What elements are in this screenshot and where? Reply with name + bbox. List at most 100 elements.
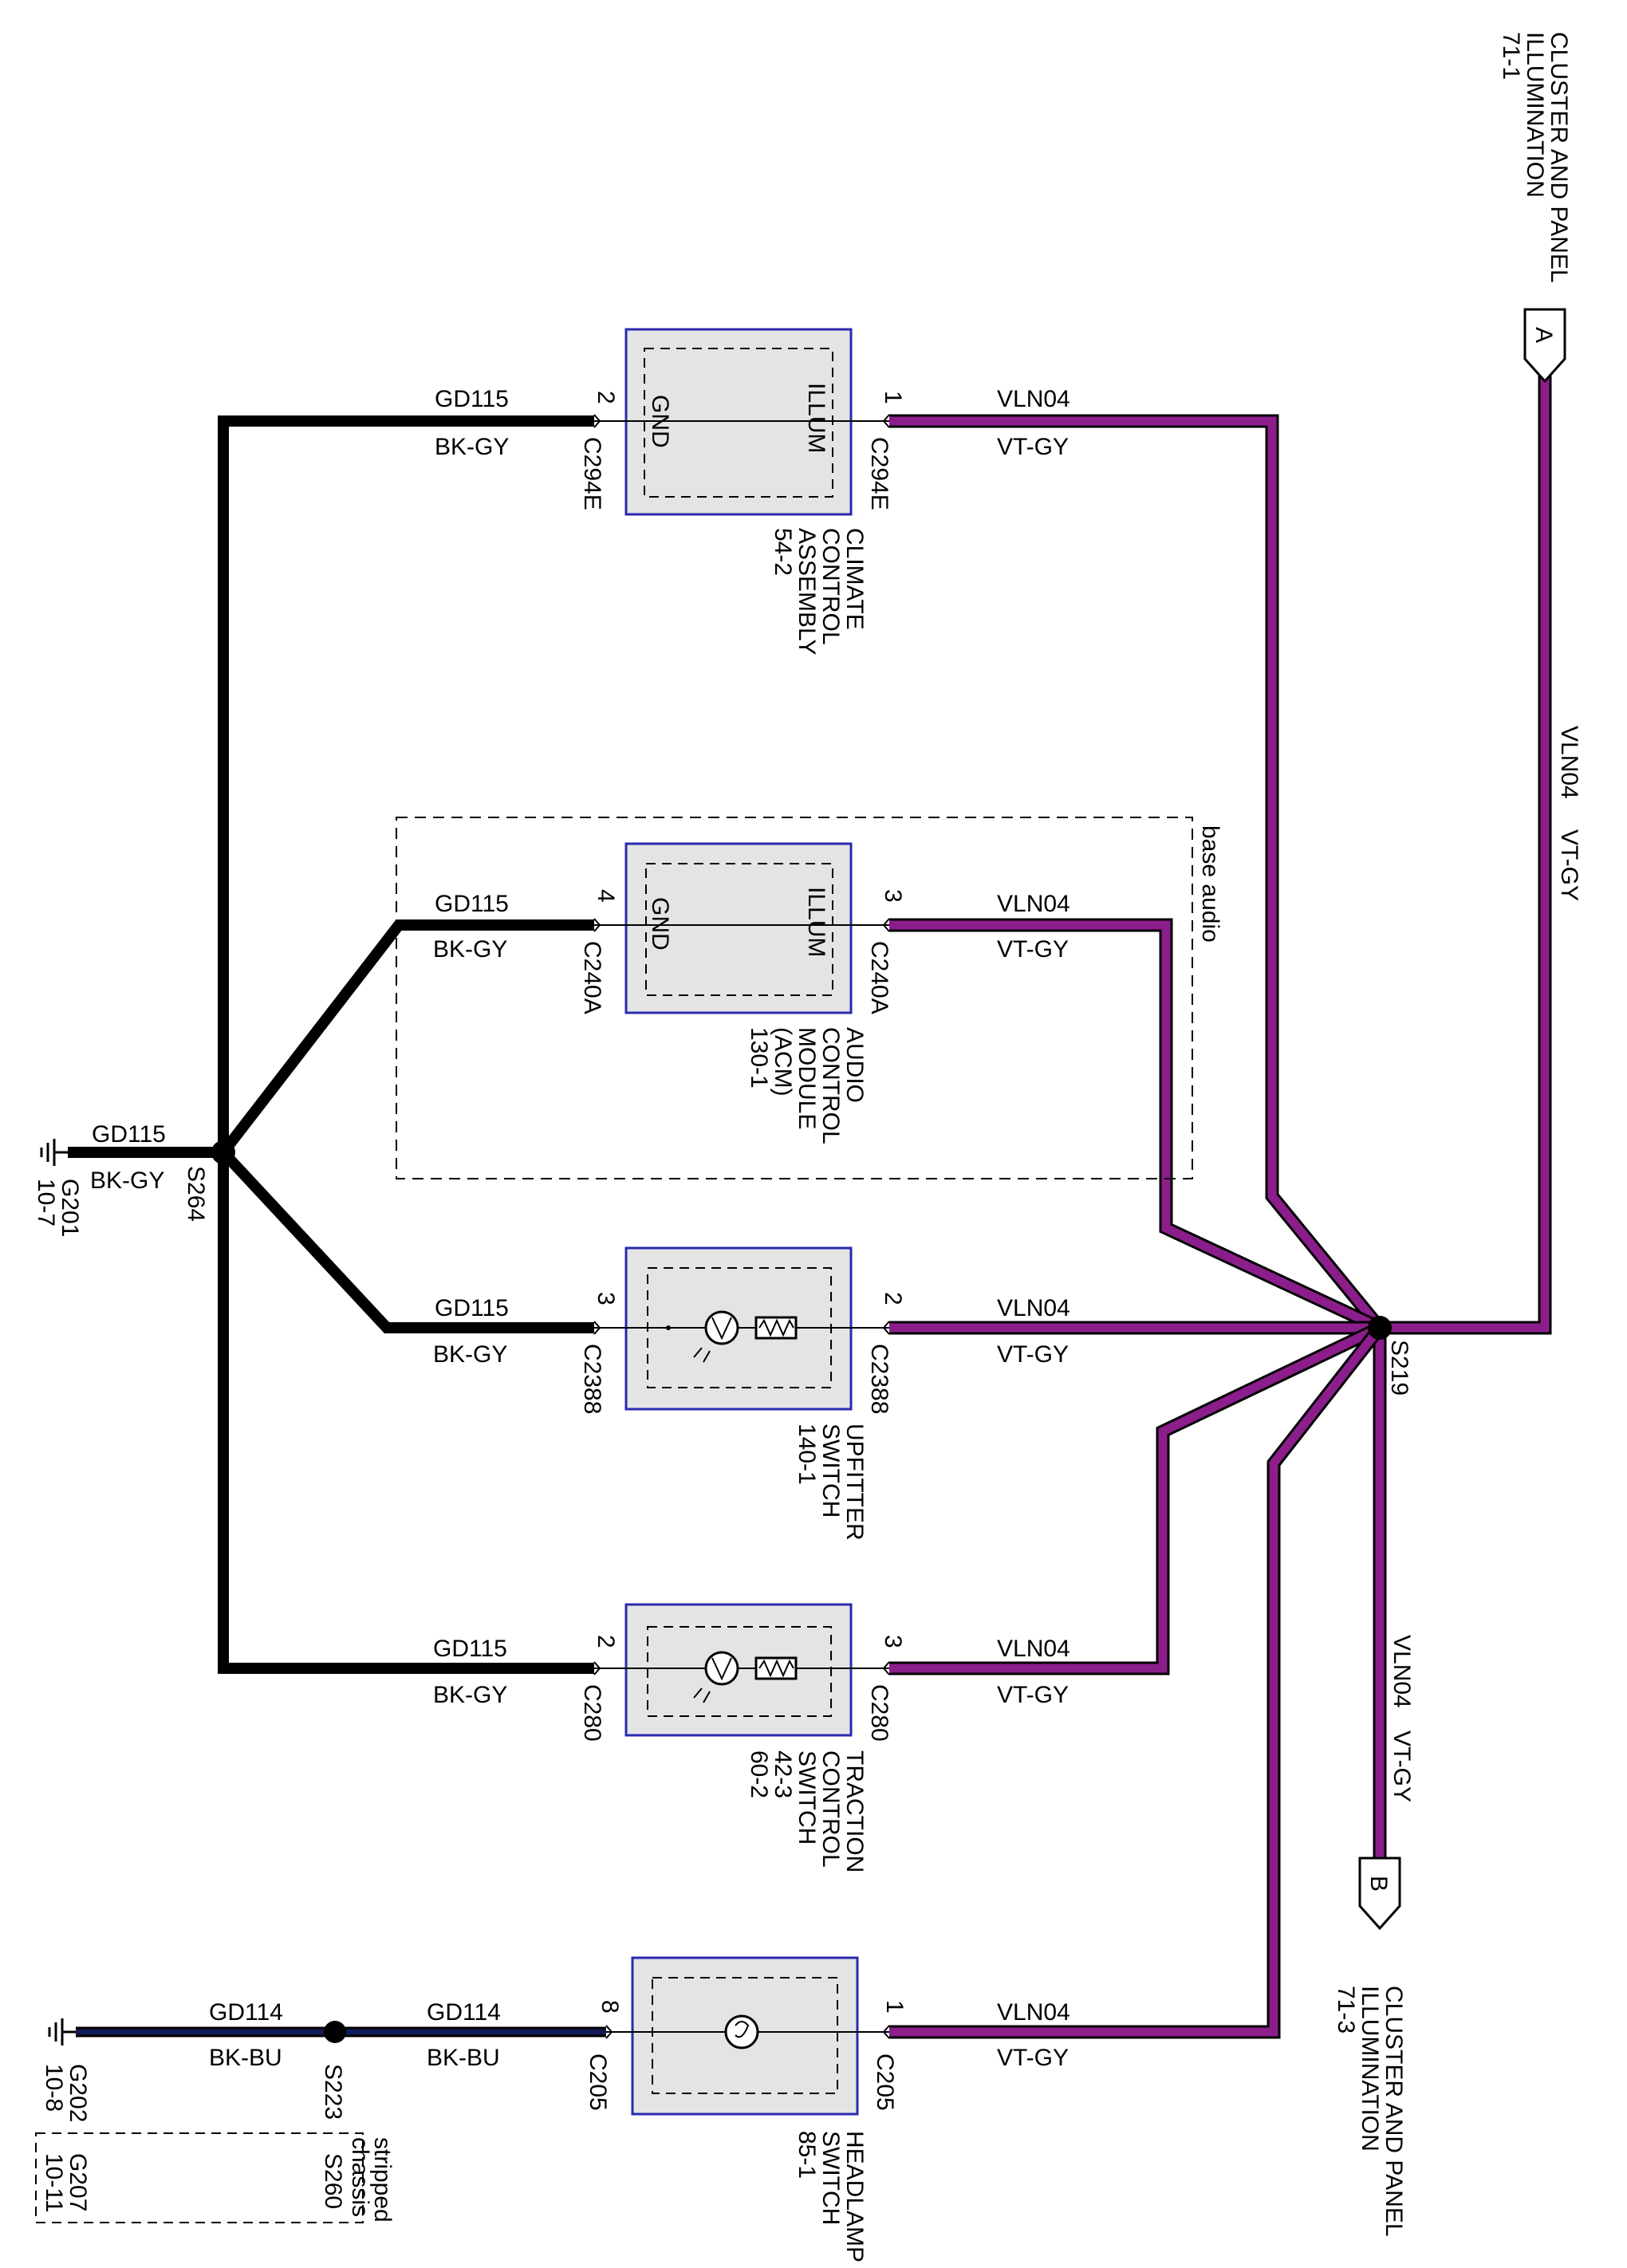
module-traction-pin-gnd: 2 <box>593 1635 619 1648</box>
module-traction-conn-gnd: C280 <box>579 1684 605 1742</box>
module-climate-conn-gnd: C294E <box>579 437 605 510</box>
module-traction-pin-illum: 3 <box>880 1635 906 1648</box>
module-audio-conn-illum: C240A <box>866 941 892 1014</box>
module-climate-name-2: CONTROL <box>817 528 844 645</box>
wire-illum-audio <box>889 920 1382 1332</box>
module-upfitter-gnd-circuit: GD115 <box>435 1295 509 1321</box>
module-climate-gnd-circuit: GD115 <box>435 386 509 412</box>
headlamp-ground-labels: GD114 BK-BU S223 G202 10-8 <box>41 1999 346 2122</box>
connector-b-title: CLUSTER AND PANEL ILLUMINATION 71-3 <box>1333 1986 1407 2237</box>
wire-gnd-upfitter <box>219 1148 594 1333</box>
module-climate-name-3: ASSEMBLY <box>794 528 820 656</box>
g201-wire-circuit: GD115 <box>92 1121 166 1148</box>
module-climate-pin-gnd: 2 <box>593 391 619 404</box>
diagram-mark <box>693 1347 703 1358</box>
connector-a: A <box>1523 308 1566 384</box>
diagram-mark <box>882 1661 890 1675</box>
connector-b-ref: 71-3 <box>1333 1986 1359 2034</box>
module-headlamp-name-1: HEADLAMP <box>841 2131 868 2262</box>
g201-wire-color: BK-GY <box>90 1167 164 1194</box>
module-audio-illum-circuit: VLN04 <box>997 891 1070 917</box>
module-traction: 2 3 C280 C280 TRACTION CONTROL SWITCH 42… <box>433 1603 1070 1872</box>
connector-b: B <box>1358 1857 1401 1931</box>
module-audio-name-1: AUDIO <box>841 1027 868 1103</box>
wire-illum-headlamp-outer <box>889 1323 1385 2039</box>
lamp-filament <box>735 2021 750 2038</box>
wire-illum-traction <box>889 1324 1382 1673</box>
wire-feed-a <box>1380 375 1550 1333</box>
g201-id: G201 <box>57 1179 83 1237</box>
diagram-mark <box>703 1691 711 1703</box>
output-wire-circuit: VLN04 <box>1389 1635 1415 1708</box>
module-climate: GND ILLUM 2 1 C294E C294E CLIMATE CONTRO… <box>435 328 1070 656</box>
module-audio-gnd-color: BK-GY <box>433 936 507 963</box>
module-headlamp-inner <box>652 1977 838 2094</box>
module-headlamp: 8 1 C205 C205 HEADLAMP SWITCH 85-1 GD114… <box>427 1956 1070 2262</box>
module-headlamp-pin-illum: 1 <box>881 2000 908 2014</box>
module-traction-name-1: TRACTION <box>841 1750 868 1872</box>
violet-wires <box>889 375 1552 2039</box>
module-audio-illum: ILLUM <box>803 887 829 957</box>
module-traction-name-4: 42-3 <box>770 1750 796 1798</box>
module-upfitter-conn-illum: C2388 <box>866 1344 892 1414</box>
connector-a-title-line2: ILLUMINATION <box>1522 32 1548 198</box>
resistor-zigzag <box>758 1659 794 1678</box>
connector-b-shape <box>1358 1857 1401 1931</box>
pin-forks <box>593 414 890 2039</box>
splice-s223-dot <box>324 2021 346 2043</box>
stripped-chassis-box: stripped chassis S260 G207 10-11 <box>35 2132 396 2223</box>
connector-a-ref: 71-1 <box>1498 32 1524 80</box>
module-audio-conn-gnd: C240A <box>579 941 605 1014</box>
module-traction-conn-illum: C280 <box>866 1684 892 1742</box>
diagram-mark <box>593 414 601 428</box>
output-wire-color: VT-GY <box>1389 1731 1415 1802</box>
stripped-chassis-label-1: stripped <box>369 2137 396 2223</box>
resistor-zigzag <box>758 1318 794 1337</box>
module-headlamp-gnd-circuit: GD114 <box>427 1999 501 2026</box>
wire-gnd-audio <box>219 919 594 1156</box>
diagram-mark <box>593 918 601 932</box>
module-audio-name-4: (ACM) <box>770 1027 796 1097</box>
module-traction-illum-color: VT-GY <box>997 1682 1069 1708</box>
g202-ref: 10-8 <box>41 2064 67 2112</box>
wire-gnd-traction <box>218 1152 594 1674</box>
module-audio-gnd-circuit: GD115 <box>435 891 509 917</box>
splice-s264-label: S264 <box>183 1166 209 1222</box>
diagram-mark <box>605 2025 613 2039</box>
module-climate-inner <box>644 348 833 498</box>
splice-s264-dot <box>211 1140 235 1164</box>
bulb-filament <box>711 1657 732 1681</box>
module-audio-gnd: GND <box>647 897 673 951</box>
s260-label: S260 <box>320 2153 346 2209</box>
connector-a-letter: A <box>1530 327 1557 343</box>
ground-symbol-g202 <box>48 2018 76 2046</box>
wire-illum-climate <box>889 416 1384 1331</box>
module-upfitter-name-2: SWITCH <box>817 1423 844 1518</box>
module-upfitter-illum-color: VT-GY <box>997 1341 1069 1368</box>
module-traction-name-3: SWITCH <box>794 1750 820 1845</box>
module-traction-name-2: CONTROL <box>817 1750 844 1868</box>
splice-s219-label: S219 <box>1386 1340 1412 1396</box>
module-headlamp-name-2: SWITCH <box>817 2131 844 2225</box>
ground-symbol-g201 <box>40 1139 68 1166</box>
base-audio-label: base audio <box>1197 825 1223 943</box>
connector-b-title-line1: CLUSTER AND PANEL <box>1381 1986 1407 2237</box>
module-climate-name-1: CLIMATE <box>841 528 868 630</box>
stripped-chassis-label-2: chassis <box>347 2137 373 2217</box>
module-climate-pin-illum: 1 <box>880 391 906 404</box>
module-audio: GND ILLUM 4 3 C240A C240A AUDIO CONTROL … <box>433 842 1070 1144</box>
base-audio-region <box>396 817 1193 1179</box>
wire-illum-traction-outer <box>889 1321 1383 1675</box>
splice-s223-label: S223 <box>320 2064 346 2120</box>
connector-a-shape <box>1523 308 1566 384</box>
module-upfitter-conn-gnd: C2388 <box>579 1344 605 1414</box>
s223-wire-color: BK-BU <box>209 2045 282 2071</box>
module-audio-pin-illum: 3 <box>880 889 906 903</box>
diagram-mark <box>882 414 890 428</box>
module-headlamp-illum-color: VT-GY <box>997 2045 1069 2071</box>
diagram-mark <box>703 1350 711 1363</box>
wire-illum-audio-outer <box>889 918 1383 1334</box>
module-headlamp-name-3: 85-1 <box>794 2131 820 2179</box>
wire-gnd-climate <box>218 415 594 1152</box>
